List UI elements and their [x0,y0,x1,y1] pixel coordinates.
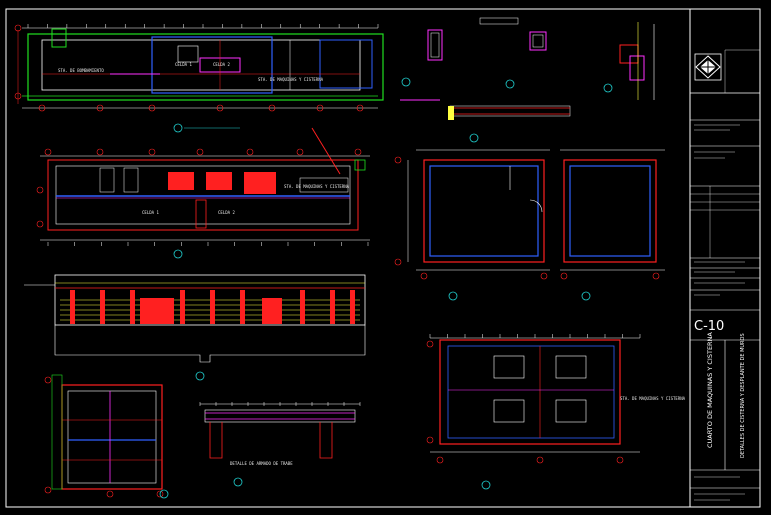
plan-bottom-right: STA. DE MAQUINAS Y CISTERNA [426,337,686,490]
truss-detail: DETALLE DE ARMADO DE TRABE [200,403,360,487]
column-details [400,17,655,143]
title-block: C-10 CUARTO DE MAQUINAS Y CISTERNA DETAL… [689,8,761,508]
plan-top-view: STA. DE BOMBAMIENTO CELDA 1 CELDA 2 STA.… [14,24,384,133]
plan-top-label-left: STA. DE BOMBAMIENTO [58,68,104,73]
sheet-title-sub: DETALLES DE CISTERNA Y DESPLANTE DE MURO… [740,333,746,458]
section-celda-a: CELDA 1 [142,210,159,215]
sheet-title-main: CUARTO DE MAQUINAS Y CISTERNA [706,332,714,448]
plan-right-b [560,149,665,301]
plan-top-label-mid2: CELDA 2 [213,62,230,67]
section-celda-b: CELDA 2 [218,210,235,215]
dimension-ticks [27,24,641,406]
plan-bottom-left [44,374,169,499]
plan-top-label-right: STA. DE MAQUINAS Y CISTERNA [258,77,324,82]
diamond-logo-icon [694,53,722,81]
sheet-number: C-10 [694,319,724,334]
truss-detail-label: DETALLE DE ARMADO DE TRABE [230,461,293,466]
plan-bottom-right-label: STA. DE MAQUINAS Y CISTERNA [620,396,686,401]
section-middle-view: CELDA 1 CELDA 2 STA. DE MAQUINAS Y CISTE… [36,127,370,259]
plan-right-a [394,149,550,301]
section-label-right: STA. DE MAQUINAS Y CISTERNA [284,184,350,189]
elevation-view [24,274,366,381]
plan-top-label-mid1: CELDA 1 [175,62,192,67]
